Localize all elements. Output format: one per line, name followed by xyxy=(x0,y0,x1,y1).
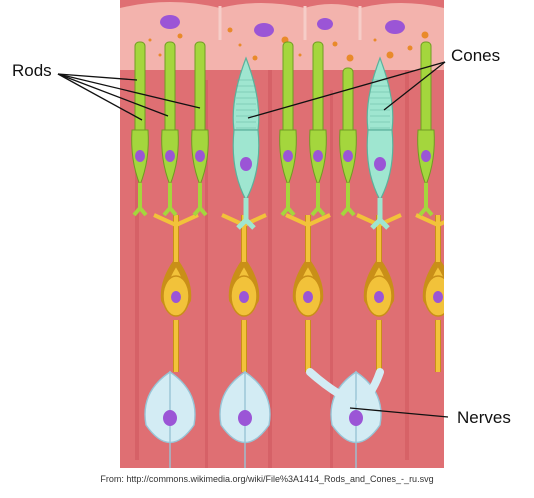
pigment-granule xyxy=(149,39,152,42)
epithelium-nucleus xyxy=(385,20,405,34)
pigment-granule xyxy=(253,56,258,61)
rod-nucleus xyxy=(283,150,293,162)
rod-nucleus xyxy=(165,150,175,162)
pigment-granule xyxy=(387,52,394,59)
bipolar-nucleus xyxy=(433,291,443,303)
source-caption: From: http://commons.wikimedia.org/wiki/… xyxy=(0,474,534,484)
pigment-granule xyxy=(347,55,354,62)
bipolar-nucleus xyxy=(239,291,249,303)
cones-label: Cones xyxy=(451,46,500,66)
cone-nucleus xyxy=(240,157,252,171)
pigment-granule xyxy=(333,42,338,47)
bipolar-nucleus xyxy=(171,291,181,303)
pigment-granule xyxy=(159,54,162,57)
ganglion-nucleus xyxy=(163,410,177,426)
ganglion-nucleus xyxy=(349,410,363,426)
pigment-granule xyxy=(374,39,377,42)
rod-nucleus xyxy=(135,150,145,162)
bipolar-nucleus xyxy=(303,291,313,303)
pigment-granule xyxy=(299,54,302,57)
bipolar-nucleus xyxy=(374,291,384,303)
pigment-granule xyxy=(408,46,413,51)
nerves-label: Nerves xyxy=(457,408,511,428)
rods-label: Rods xyxy=(12,61,52,81)
pigment-granule xyxy=(239,44,242,47)
rod-nucleus xyxy=(313,150,323,162)
rod-nucleus xyxy=(343,150,353,162)
epithelium-nucleus xyxy=(254,23,274,37)
pigment-granule xyxy=(178,34,183,39)
cone-nucleus xyxy=(374,157,386,171)
pigment-granule xyxy=(228,28,233,33)
ganglion-nucleus xyxy=(238,410,252,426)
rod-nucleus xyxy=(421,150,431,162)
pigment-granule xyxy=(422,32,429,39)
epithelium-nucleus xyxy=(160,15,180,29)
epithelium-nucleus xyxy=(317,18,333,30)
rod-nucleus xyxy=(195,150,205,162)
